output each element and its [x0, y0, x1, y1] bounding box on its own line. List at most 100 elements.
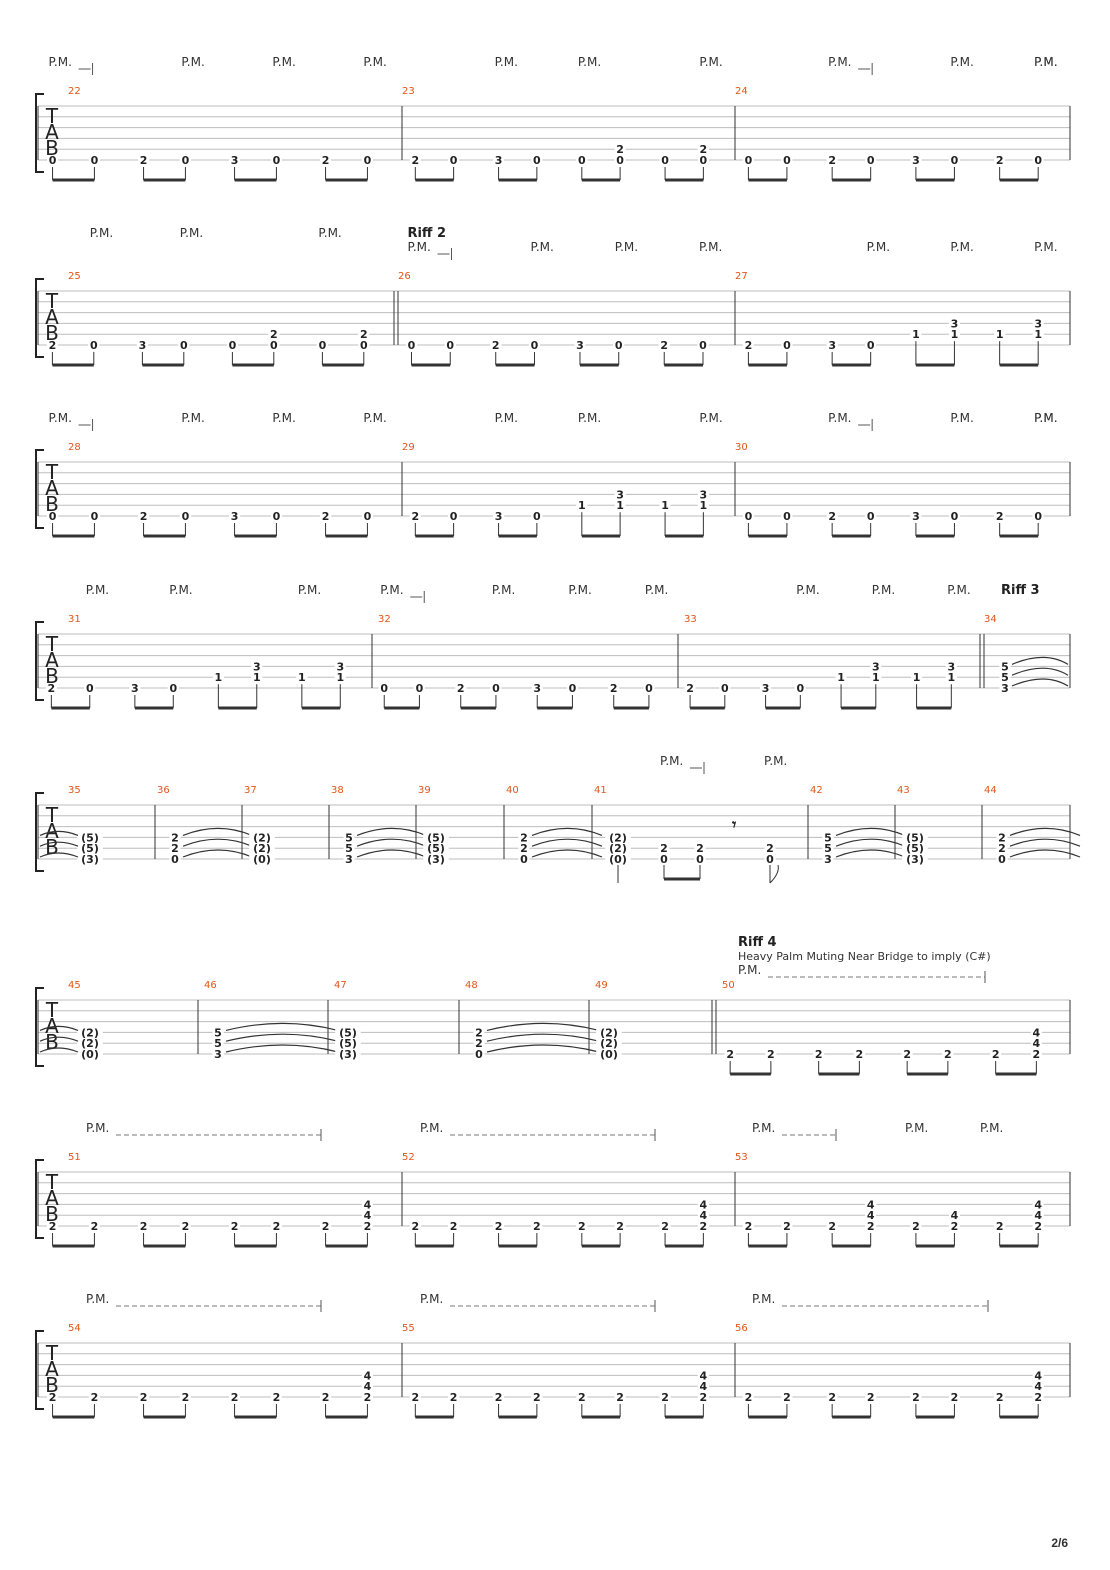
measure-number: 50 — [722, 980, 735, 991]
fret-mask — [77, 1027, 103, 1038]
palm-mute-label: P.M. — [363, 411, 386, 425]
fret-number: 5 — [1001, 671, 1009, 684]
palm-mute-label: P.M. — [950, 55, 973, 69]
fret-mask — [178, 340, 190, 350]
tie — [1009, 838, 1081, 847]
tie — [356, 827, 427, 836]
fret-number: 2 — [171, 842, 179, 855]
fret-number: 1 — [951, 328, 959, 341]
fret-mask — [335, 1049, 361, 1059]
fret-number: 3 — [533, 682, 541, 695]
fret-number: 0 — [49, 154, 57, 167]
fret-number: 0 — [91, 510, 99, 523]
fret-number: 0 — [86, 682, 94, 695]
fret-mask — [576, 1221, 588, 1231]
fret-number: 1 — [700, 499, 708, 512]
fret-number: 0 — [416, 682, 424, 695]
fret-number: (2) — [609, 842, 627, 855]
fret-number: 1 — [578, 499, 586, 512]
fret-number: 3 — [1034, 317, 1042, 330]
system-bracket — [35, 1159, 44, 1239]
measure-number: 45 — [68, 980, 81, 991]
fret-number: 0 — [745, 154, 753, 167]
fret-mask — [179, 511, 192, 521]
fret-number: 3 — [824, 853, 832, 866]
fret-mask — [137, 511, 150, 521]
fret-number: 0 — [364, 154, 372, 167]
fret-mask — [826, 155, 838, 165]
fret-mask — [999, 672, 1011, 683]
fret-mask — [614, 144, 626, 155]
measure-number: 54 — [68, 1323, 81, 1334]
fret-mask — [361, 1392, 374, 1402]
palm-mute-label: P.M. — [363, 55, 386, 69]
tab-clef-a: A — [45, 1014, 59, 1038]
fret-mask — [448, 155, 460, 165]
fret-number: 2 — [140, 510, 148, 523]
fret-number: (5) — [339, 1037, 357, 1050]
fret-mask — [765, 1049, 777, 1059]
measure-number: 25 — [68, 271, 81, 282]
fret-number: (3) — [81, 853, 99, 866]
fret-mask — [576, 155, 588, 165]
fret-mask — [902, 843, 928, 854]
tie — [531, 827, 603, 836]
fret-mask — [84, 683, 96, 693]
fret-mask — [865, 1392, 877, 1402]
fret-mask — [910, 1392, 922, 1402]
fret-mask — [865, 1210, 877, 1221]
tie — [225, 1022, 339, 1031]
fret-mask — [948, 1221, 961, 1231]
palm-mute-label: P.M. — [645, 583, 668, 597]
palm-mute-label: P.M. — [1034, 240, 1057, 254]
fret-mask — [990, 1049, 1002, 1059]
fret-mask — [826, 511, 838, 521]
fret-number: 4 — [364, 1380, 372, 1393]
fret-number: 2 — [182, 1391, 190, 1404]
fret-number: 0 — [182, 510, 190, 523]
fret-number: 3 — [231, 154, 239, 167]
fret-number: 4 — [867, 1198, 875, 1211]
fret-number: 2 — [745, 1220, 753, 1233]
palm-mute-label: P.M. — [49, 411, 72, 425]
fret-mask — [994, 1221, 1006, 1231]
palm-mute-label: P.M. — [318, 226, 341, 240]
fret-mask — [319, 1392, 332, 1402]
fret-number: 2 — [828, 510, 836, 523]
palm-mute-label: P.M. — [169, 583, 192, 597]
fret-number: 0 — [380, 682, 388, 695]
fret-mask — [473, 1049, 485, 1059]
fret-number: 2 — [616, 143, 624, 156]
palm-mute-label: P.M. — [578, 411, 601, 425]
fret-number: 0 — [578, 154, 586, 167]
measure-number: 44 — [984, 785, 997, 796]
fret-number: 0 — [520, 853, 528, 866]
fret-number: 4 — [951, 1209, 959, 1222]
fret-mask — [910, 511, 922, 521]
fret-number: 2 — [815, 1048, 823, 1061]
fret-mask — [1032, 1392, 1044, 1402]
system-bracket — [35, 93, 44, 173]
palm-mute-label: P.M. — [1034, 55, 1057, 69]
tab-clef-a: A — [45, 1186, 59, 1210]
fret-mask — [1032, 511, 1044, 521]
fret-mask — [361, 1381, 374, 1392]
fret-mask — [945, 672, 957, 683]
palm-mute-label: P.M. — [90, 226, 113, 240]
fret-mask — [249, 854, 275, 864]
tie — [1011, 667, 1069, 676]
fret-mask — [492, 511, 505, 521]
fret-number: 0 — [492, 682, 500, 695]
fret-number: 2 — [322, 1391, 330, 1404]
fret-mask — [528, 340, 541, 350]
system-bracket — [35, 449, 44, 529]
fret-number: 0 — [660, 853, 668, 866]
measure-number: 36 — [157, 785, 170, 796]
tab-clef-a: A — [45, 305, 59, 329]
fret-mask — [1030, 1049, 1042, 1059]
fret-number: 0 — [796, 682, 804, 695]
section-label: Riff 3 — [1001, 583, 1040, 598]
fret-mask — [531, 511, 543, 521]
fret-number: 5 — [345, 842, 353, 855]
fret-mask — [490, 340, 502, 350]
